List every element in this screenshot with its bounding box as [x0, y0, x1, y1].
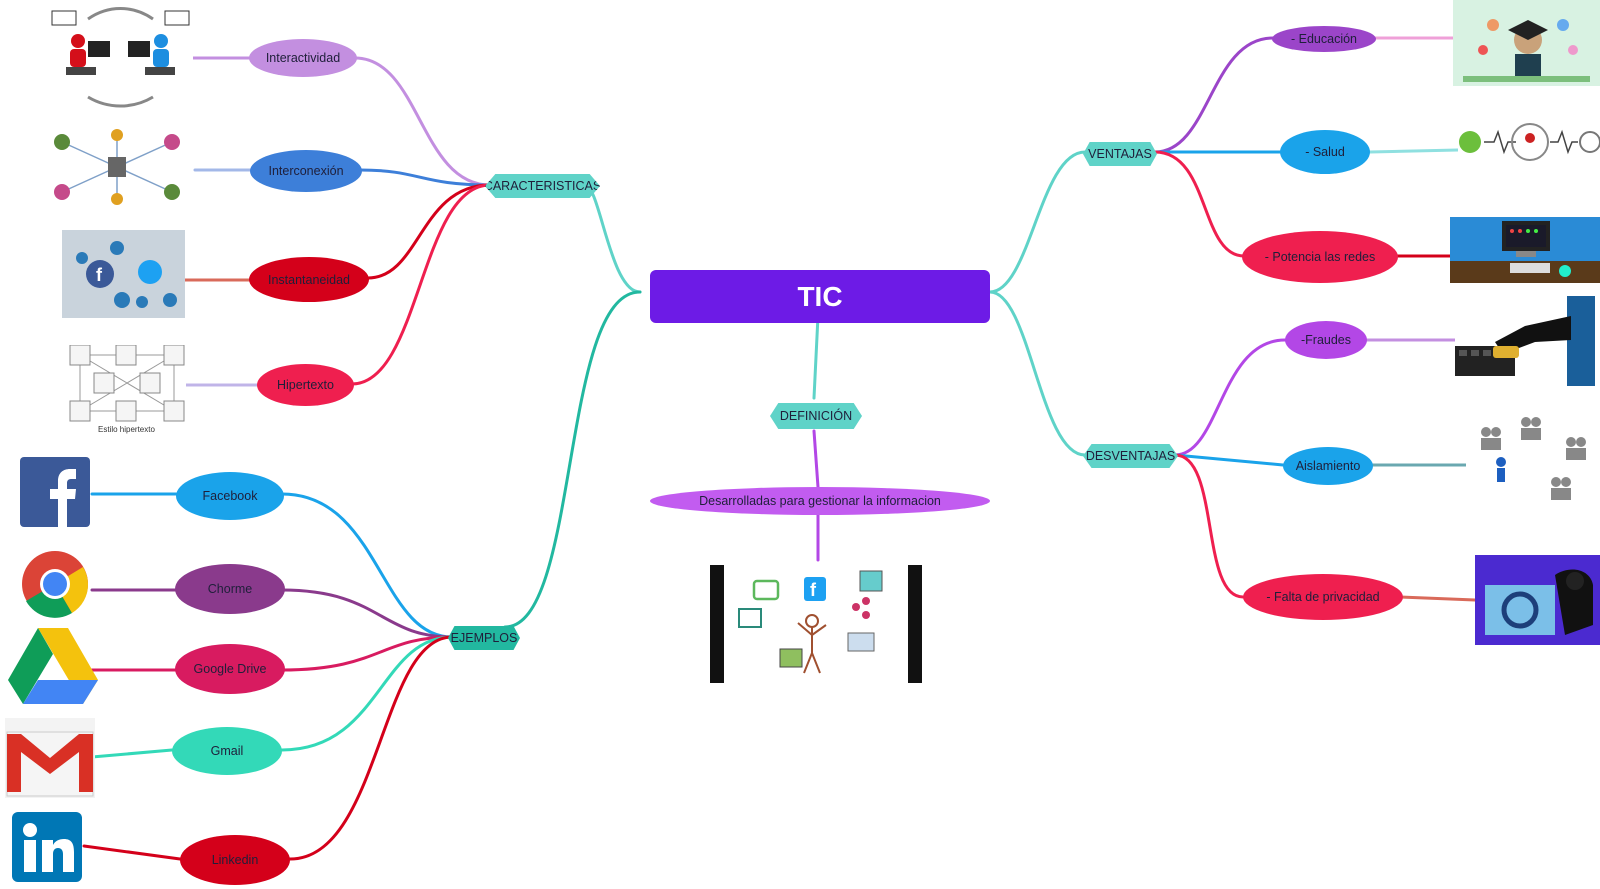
branch-ventajas-label: VENTAJAS [1088, 147, 1152, 161]
root-node-tic[interactable]: TIC [650, 270, 990, 323]
node-linkedin-label: Linkedin [211, 853, 259, 867]
node-google-drive[interactable]: Google Drive [175, 644, 285, 694]
facebook-icon[interactable] [20, 457, 90, 527]
definicion-text-node[interactable]: Desarrolladas para gestionar la informac… [650, 487, 990, 515]
branch-desventajas[interactable]: DESVENTAJAS [1083, 444, 1178, 468]
node-falta-privacidad[interactable]: - Falta de privacidad [1243, 574, 1403, 620]
node-potencia-redes[interactable]: - Potencia las redes [1242, 231, 1398, 283]
isolated-person-icon [1466, 412, 1596, 512]
node-interconexion-label: Interconexión [268, 164, 344, 178]
node-gmail[interactable]: Gmail [172, 727, 282, 775]
node-hipertexto-label: Hipertexto [277, 378, 334, 392]
people-at-computers-icon [48, 5, 193, 108]
health-icons [1458, 118, 1600, 188]
node-aislamiento-label: Aislamiento [1295, 459, 1361, 473]
node-potencia-redes-label: - Potencia las redes [1264, 250, 1376, 264]
chrome-icon[interactable] [21, 550, 89, 618]
node-hipertexto[interactable]: Hipertexto [257, 364, 354, 406]
node-educacion-label: - Educación [1290, 32, 1357, 46]
hipertexto-caption: Estilo hipertexto [98, 425, 155, 434]
google-drive-icon[interactable] [8, 628, 98, 704]
branch-ejemplos-label: EJEMPLOS [450, 631, 518, 645]
node-salud[interactable]: - Salud [1280, 130, 1370, 174]
branch-desventajas-label: DESVENTAJAS [1085, 449, 1176, 463]
definicion-text: Desarrolladas para gestionar la informac… [699, 494, 941, 508]
branch-caracteristicas-label: CARACTERISTICAS [483, 179, 602, 193]
social-media-globe-icon: f [62, 230, 185, 318]
ict-illustration-icon: f [710, 565, 922, 683]
hacker-hand-icon [1455, 296, 1595, 386]
desk-computer-icon [1450, 217, 1600, 283]
branch-definicion-label: DEFINICIÓN [779, 409, 853, 423]
node-falta-privacidad-label: - Falta de privacidad [1266, 590, 1380, 604]
hypertext-diagram-icon [68, 345, 186, 423]
node-interactividad[interactable]: Interactividad [249, 39, 357, 77]
branch-caracteristicas[interactable]: CARACTERISTICAS [485, 174, 600, 198]
node-facebook-label: Facebook [202, 489, 258, 503]
svg-text:f: f [810, 580, 817, 600]
node-interactividad-label: Interactividad [265, 51, 341, 65]
linkedin-icon[interactable] [12, 812, 82, 882]
node-chrome[interactable]: Chorme [175, 564, 285, 614]
branch-ejemplos[interactable]: EJEMPLOS [448, 626, 520, 650]
node-educacion[interactable]: - Educación [1272, 26, 1376, 52]
node-instantaneidad-label: Instantaneidad [267, 272, 350, 287]
node-salud-label: - Salud [1305, 145, 1345, 159]
network-people-icon [42, 127, 192, 207]
node-fraudes-label: -Fraudes [1300, 333, 1352, 347]
gmail-icon[interactable] [5, 718, 95, 798]
node-instantaneidad[interactable]: Instantaneidad [249, 257, 369, 302]
node-aislamiento[interactable]: Aislamiento [1283, 447, 1373, 485]
node-chrome-label: Chorme [207, 582, 253, 596]
cyber-spy-icon [1475, 555, 1600, 645]
node-gmail-label: Gmail [210, 744, 244, 758]
node-linkedin[interactable]: Linkedin [180, 835, 290, 885]
node-interconexion[interactable]: Interconexión [250, 150, 362, 192]
branch-ventajas[interactable]: VENTAJAS [1083, 142, 1157, 166]
svg-text:f: f [96, 265, 103, 285]
root-label: TIC [797, 280, 843, 312]
branch-definicion[interactable]: DEFINICIÓN [770, 403, 862, 429]
node-google-drive-label: Google Drive [193, 662, 267, 676]
graduation-icon [1453, 0, 1600, 86]
node-fraudes[interactable]: -Fraudes [1285, 321, 1367, 359]
node-facebook[interactable]: Facebook [176, 472, 284, 520]
